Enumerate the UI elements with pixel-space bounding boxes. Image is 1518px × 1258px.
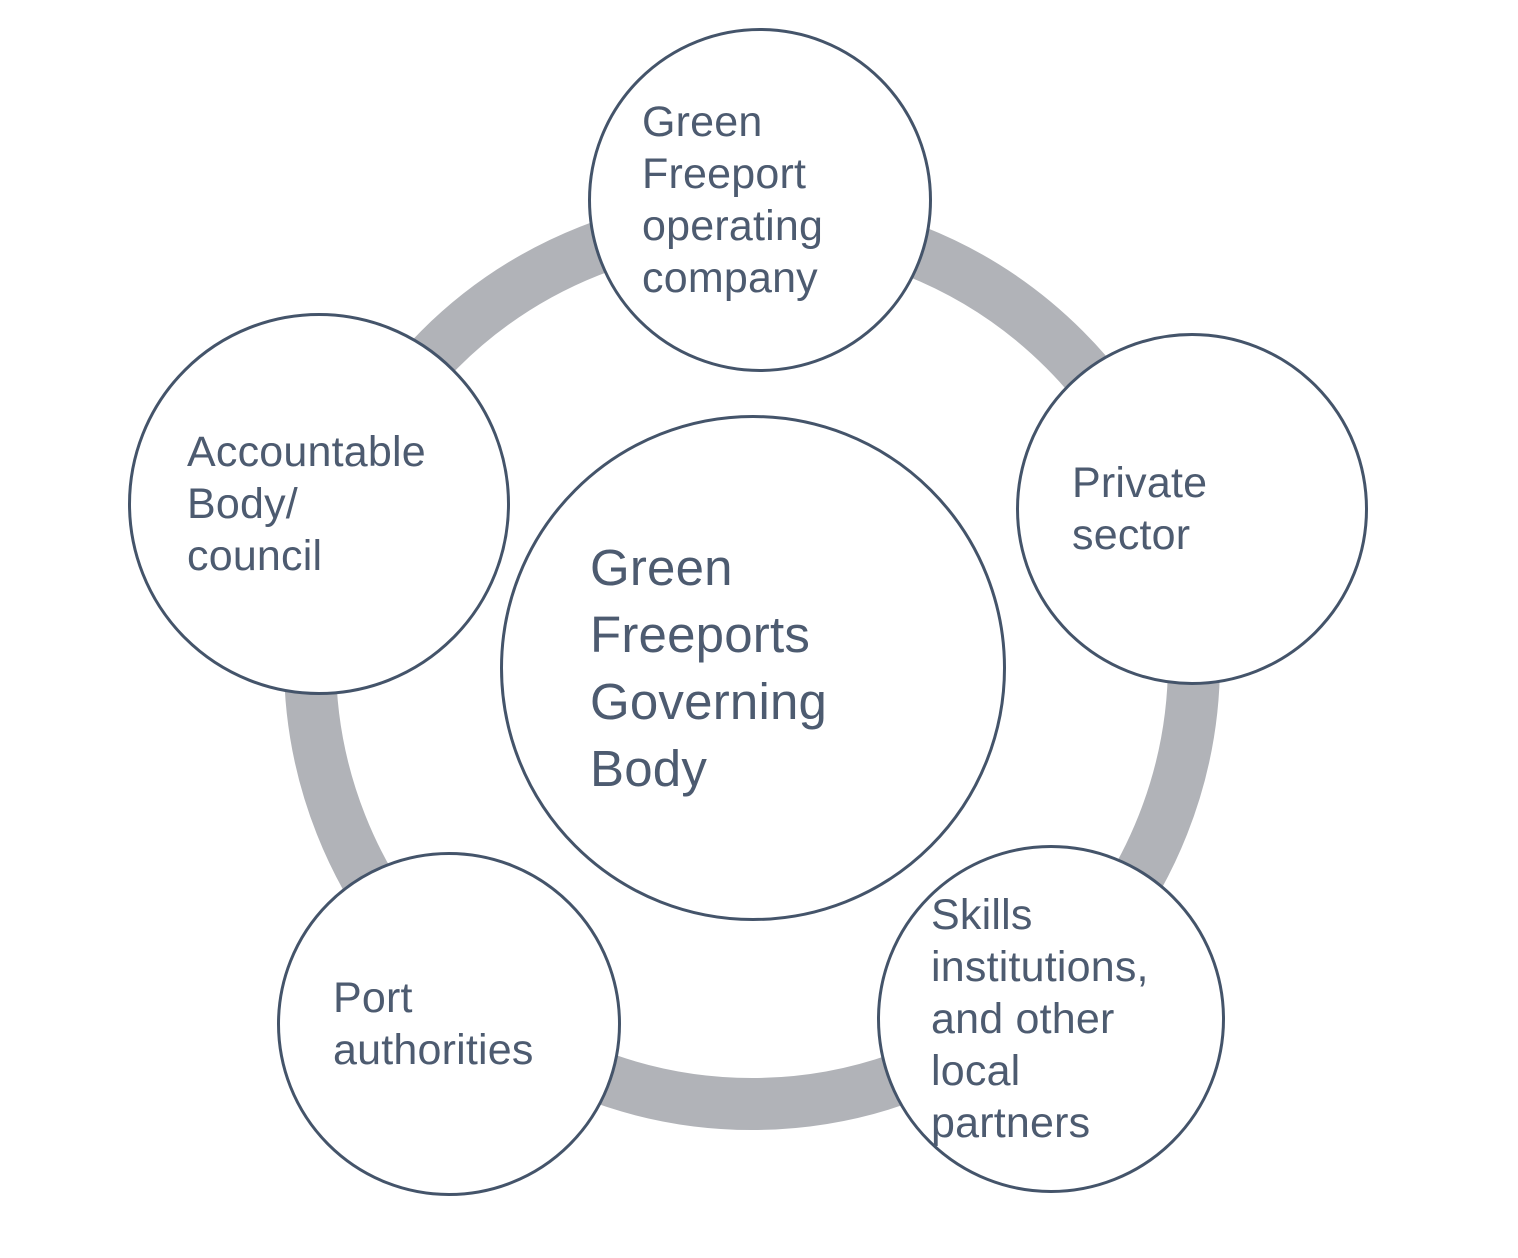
- node-skills-partners: Skills institutions, and other local par…: [877, 845, 1225, 1193]
- node-label: Accountable Body/ council: [187, 428, 426, 580]
- node-operating-company: Green Freeport operating company: [588, 28, 932, 372]
- node-label: Skills institutions, and other local par…: [931, 891, 1149, 1147]
- node-port-authorities: Port authorities: [277, 852, 621, 1196]
- node-label: Private sector: [1072, 459, 1208, 559]
- node-private-sector: Private sector: [1016, 333, 1368, 685]
- node-label: Green Freeports Governing Body: [590, 539, 828, 797]
- node-label: Green Freeport operating company: [642, 98, 824, 302]
- node-accountable-body: Accountable Body/ council: [128, 313, 510, 695]
- node-label: Port authorities: [333, 974, 534, 1074]
- node-governing-body: Green Freeports Governing Body: [500, 415, 1006, 921]
